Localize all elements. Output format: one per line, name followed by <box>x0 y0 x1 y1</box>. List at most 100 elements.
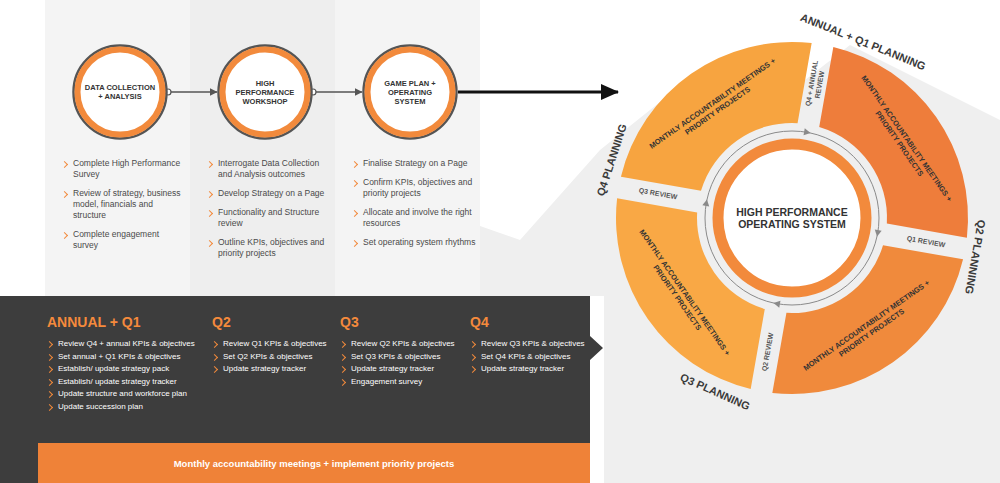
bullet-text: Set Q4 KPIs & objectives <box>481 351 570 364</box>
bullet-item: Interrogate Data Collection and Analysis… <box>207 158 331 180</box>
connector-arrow <box>168 91 217 92</box>
bullet-item: Set Q2 KPIs & objectives <box>212 351 336 364</box>
node-text: HIGH PERFORMANCE OPERATING SYSTEM <box>733 206 851 231</box>
chevron-icon <box>61 190 68 197</box>
quarter-heading: Q3 <box>340 314 466 330</box>
bullet-item: Set Q4 KPIs & objectives <box>470 351 588 364</box>
bullet-item: Set Q3 KPIs & objectives <box>340 351 466 364</box>
bullet-item: Complete High Performance Survey <box>62 158 186 180</box>
bullet-text: Finalise Strategy on a Page <box>363 158 467 169</box>
bullet-text: Interrogate Data Collection and Analysis… <box>218 158 331 180</box>
chevron-icon <box>339 378 346 385</box>
column-band <box>190 0 335 296</box>
bullet-text: Review Q1 KPIs & objectives <box>223 338 327 351</box>
node-text: Monthly accountability meetings + implem… <box>174 458 455 469</box>
bullet-item: Update strategy tracker <box>340 363 466 376</box>
chevron-icon <box>206 209 213 216</box>
bullet-item: Engagement survey <box>340 376 466 389</box>
quarter-column: ANNUAL + Q1 Review Q4 + annual KPIs & obj… <box>47 314 207 413</box>
bullet-text: Outline KPIs, objectives and priority pr… <box>218 237 331 259</box>
step-column: Finalise Strategy on a PageConfirm KPIs,… <box>352 158 476 256</box>
quarter-heading: ANNUAL + Q1 <box>47 314 207 330</box>
quarter-column: Q3Review Q2 KPIs & objectivesSet Q3 KPIs… <box>340 314 466 388</box>
bullet-text: Review Q3 KPIs & objectives <box>481 338 585 351</box>
bullet-text: Review of strategy, business model, fina… <box>73 188 186 221</box>
bullet-text: Functionality and Structure review <box>218 207 331 229</box>
step-column: Interrogate Data Collection and Analysis… <box>207 158 331 267</box>
bullet-item: Review Q2 KPIs & objectives <box>340 338 466 351</box>
bullet-text: Establish/ update strategy tracker <box>58 376 177 389</box>
chevron-icon <box>211 341 218 348</box>
bullet-item: Review Q4 + annual KPIs & objectives <box>47 338 207 351</box>
bullet-text: Update strategy tracker <box>351 363 434 376</box>
chevron-icon <box>46 353 53 360</box>
bullet-item: Outline KPIs, objectives and priority pr… <box>207 237 331 259</box>
bullet-text: Develop Strategy on a Page <box>218 188 324 199</box>
chevron-icon <box>206 160 213 167</box>
column-band <box>45 0 190 296</box>
chevron-icon <box>351 160 358 167</box>
hub-circle: HIGH PERFORMANCE OPERATING SYSTEM <box>712 138 872 298</box>
quarter-panel: ANNUAL + Q1 Review Q4 + annual KPIs & obj… <box>0 296 604 483</box>
bullet-item: Allocate and involve the right resources <box>352 207 476 229</box>
bullet-item: Establish/ update strategy pack <box>47 363 207 376</box>
bullet-item: Update succession plan <box>47 401 207 414</box>
connector-arrow <box>313 91 362 92</box>
quarter-column: Q4Review Q3 KPIs & objectivesSet Q4 KPIs… <box>470 314 588 376</box>
node-text: HIGH PERFORMANCE WORKSHOP <box>228 79 302 106</box>
bullet-item: Complete engagement survey <box>62 229 186 251</box>
quarter-column: Q2Review Q1 KPIs & objectivesSet Q2 KPIs… <box>212 314 336 376</box>
cycle-arrow <box>804 128 812 136</box>
chevron-icon <box>46 391 53 398</box>
chevron-icon <box>46 366 53 373</box>
review-label: Q1 REVIEW <box>906 234 946 249</box>
bullet-text: Update structure and workforce plan <box>58 388 187 401</box>
bullet-text: Set Q3 KPIs & objectives <box>351 351 440 364</box>
bullet-text: Establish/ update strategy pack <box>58 363 169 376</box>
node-text: DATA COLLECTION + ANALYSIS <box>83 83 157 101</box>
footer-bar: Monthly accountability meetings + implem… <box>38 443 590 483</box>
stage-circle: HIGH PERFORMANCE WORKSHOP <box>217 44 313 140</box>
bullet-item: Confirm KPIs, objectives and priority pr… <box>352 177 476 199</box>
bullet-text: Engagement survey <box>351 376 422 389</box>
bullet-text: Review Q4 + annual KPIs & objectives <box>58 338 195 351</box>
quarter-heading: Q4 <box>470 314 588 330</box>
bullet-text: Update succession plan <box>58 401 143 414</box>
bullet-text: Complete engagement survey <box>73 229 186 251</box>
bullet-item: Update structure and workforce plan <box>47 388 207 401</box>
chevron-icon <box>211 366 218 373</box>
review-label: Q3 REVIEW <box>638 187 678 202</box>
bullet-item: Update strategy tracker <box>212 363 336 376</box>
chevron-icon <box>469 341 476 348</box>
bullet-item: Review Q3 KPIs & objectives <box>470 338 588 351</box>
chevron-icon <box>61 231 68 238</box>
chevron-icon <box>46 341 53 348</box>
chevron-icon <box>206 239 213 246</box>
step-column: Complete High Performance SurveyReview o… <box>62 158 186 259</box>
bullet-text: Complete High Performance Survey <box>73 158 186 180</box>
quarter-heading: Q2 <box>212 314 336 330</box>
chevron-icon <box>339 353 346 360</box>
bullet-item: Review Q1 KPIs & objectives <box>212 338 336 351</box>
chevron-icon <box>61 160 68 167</box>
bullet-item: Finalise Strategy on a Page <box>352 158 476 169</box>
cycle-arrow <box>702 199 710 207</box>
bullet-item: Set annual + Q1 KPIs & objectives <box>47 351 207 364</box>
stage-circle: DATA COLLECTION + ANALYSIS <box>72 44 168 140</box>
bullet-item: Update strategy tracker <box>470 363 588 376</box>
bullet-item: Establish/ update strategy tracker <box>47 376 207 389</box>
column-band <box>335 0 480 296</box>
bullet-item: Set operating system rhythms <box>352 237 476 248</box>
chevron-icon <box>469 353 476 360</box>
chevron-icon <box>339 341 346 348</box>
bullet-text: Confirm KPIs, objectives and priority pr… <box>363 177 476 199</box>
bullet-text: Allocate and involve the right resources <box>363 207 476 229</box>
bullet-text: Review Q2 KPIs & objectives <box>351 338 455 351</box>
bullet-item: Functionality and Structure review <box>207 207 331 229</box>
chevron-icon <box>339 366 346 373</box>
chevron-icon <box>469 366 476 373</box>
chevron-icon <box>211 353 218 360</box>
review-label: Q2 REVIEW <box>761 332 776 372</box>
bullet-text: Update strategy tracker <box>481 363 564 376</box>
bullet-text: Set Q2 KPIs & objectives <box>223 351 312 364</box>
